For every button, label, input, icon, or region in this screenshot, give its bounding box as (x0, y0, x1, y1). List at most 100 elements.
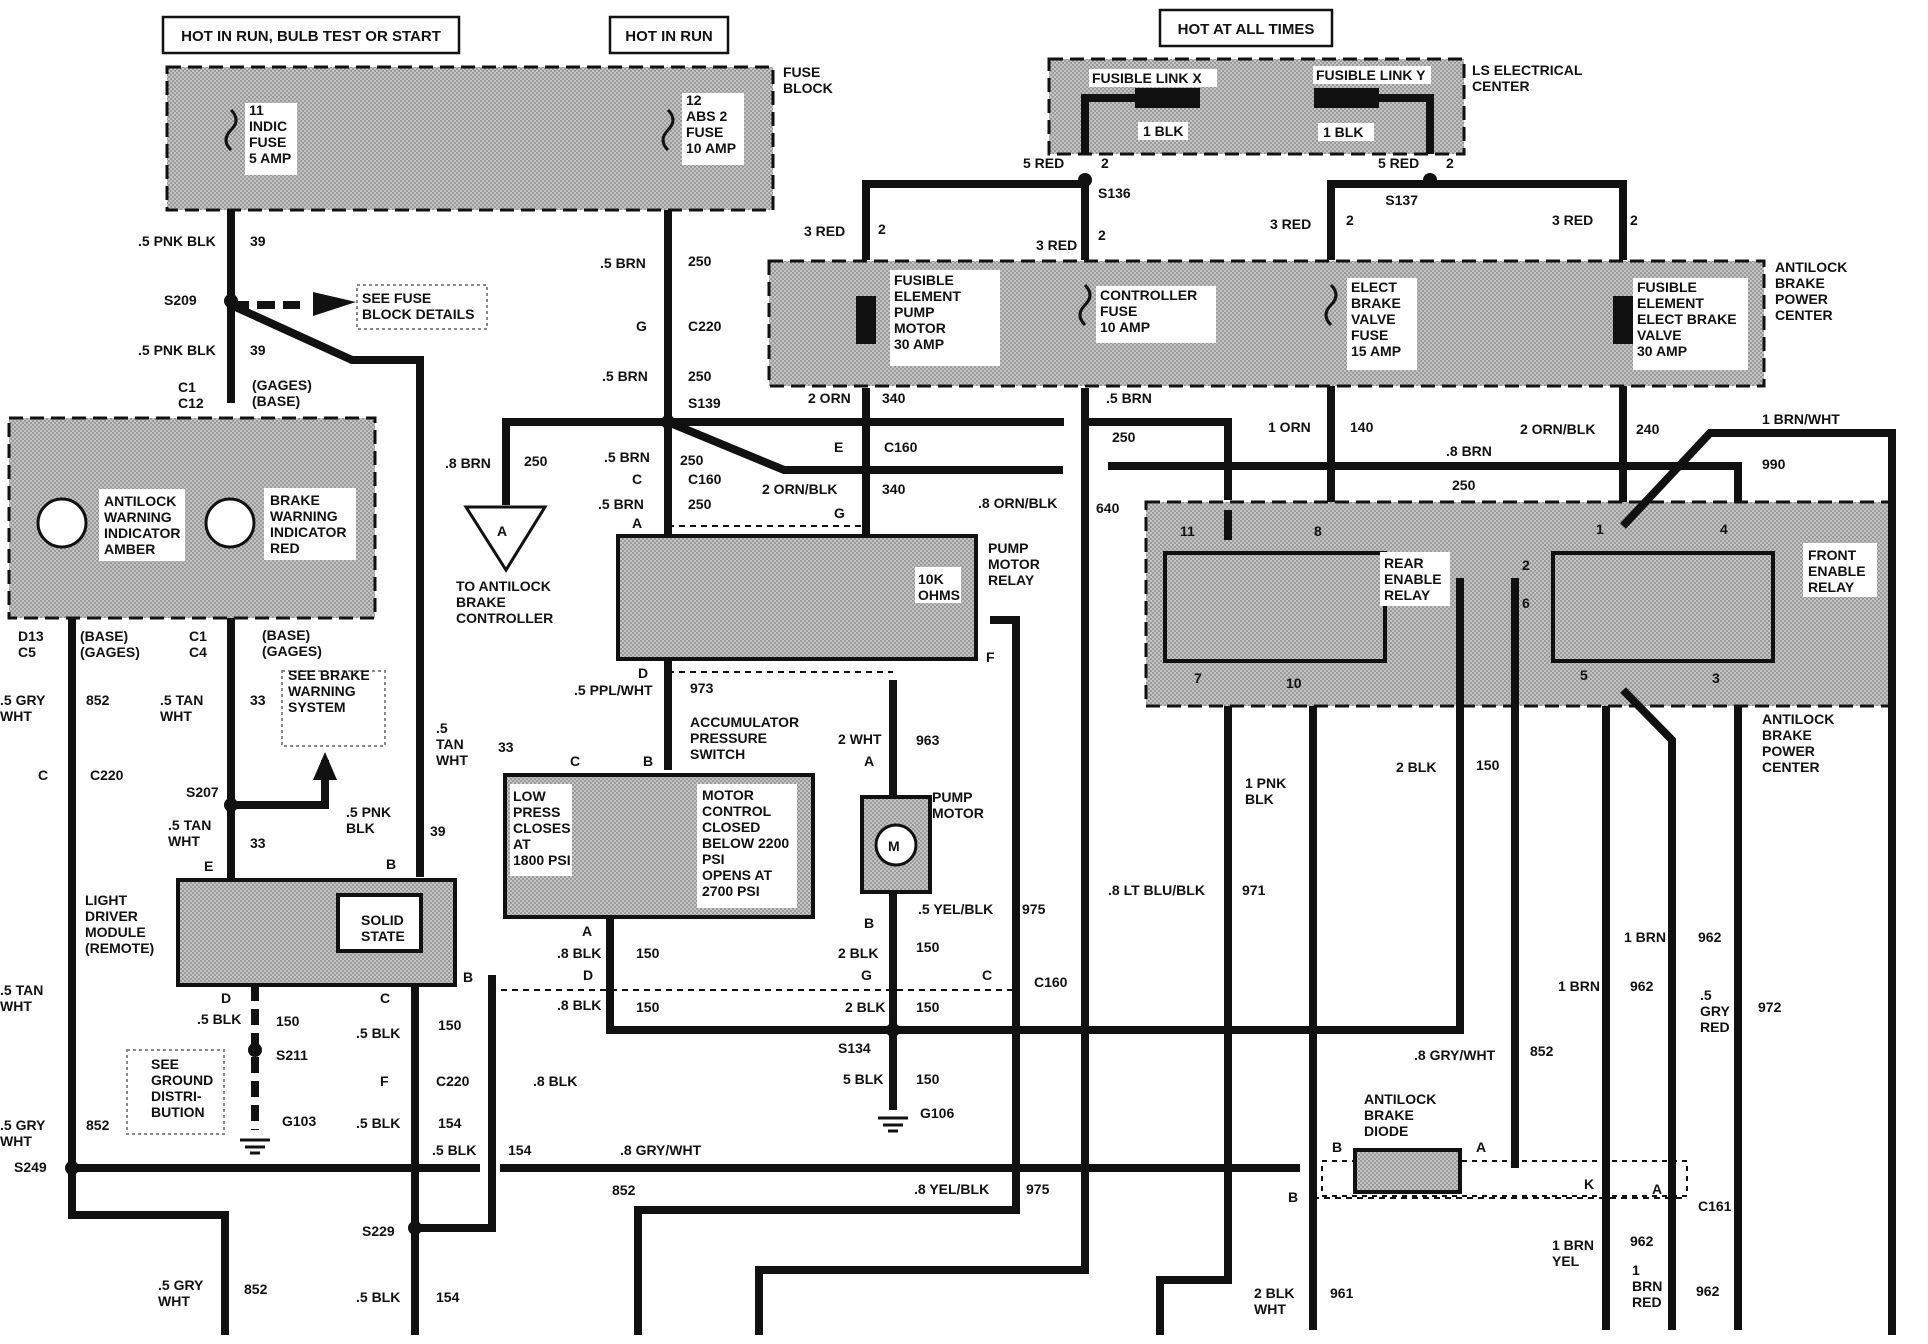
pin-8-line-0: 8 (1314, 523, 1322, 539)
wire-5tanwht-33-a-line-1: WHT (160, 708, 192, 724)
brake-warning-indicator-label-line-1: WARNING (270, 508, 338, 524)
conn-d-c160-line-0: D (583, 967, 593, 983)
splice-s229: S229 (362, 1223, 395, 1239)
fusible-link-y-box (1313, 66, 1431, 84)
see-ground-distribution-line-3: BUTION (151, 1104, 205, 1120)
abpc-bottom-label-line-1: BRAKE (1762, 727, 1812, 743)
splice-s229-line-0: S229 (362, 1223, 395, 1239)
wire-5gryred-972-line-2: RED (1700, 1019, 1730, 1035)
wire-340-a-num-line-0: 340 (882, 390, 906, 406)
c161-connector (1321, 1160, 1688, 1197)
wire-33-top-num: 33 (498, 739, 514, 755)
wire-962-d-num-line-0: 962 (1696, 1283, 1720, 1299)
wire-150-c-num: 150 (636, 999, 660, 1015)
see-brake-warning-line-2: SYSTEM (288, 699, 346, 715)
wire-961-num-line-0: 961 (1330, 1285, 1354, 1301)
pin-b-pump-line-0: B (864, 915, 874, 931)
wire-8brn-250-r: .8 BRN (1446, 443, 1492, 459)
pin-a-switch: A (582, 923, 592, 939)
base-gages-a-line-1: (GAGES) (80, 644, 140, 660)
antilock-warning-indicator-label-line-0: ANTILOCK (104, 493, 176, 509)
wire-5brn-250-a-line-0: .5 BRN (600, 255, 646, 271)
rear-enable-relay-label-line-2: RELAY (1384, 587, 1431, 603)
wire-5pnkblk-39-b-line-0: .5 PNK BLK (138, 342, 216, 358)
fuse11-label-line-1: INDIC (249, 118, 287, 134)
fusible-link-x-label-line-0: FUSIBLE LINK X (1092, 70, 1202, 86)
brake-warning-indicator-label-line-2: INDICATOR (270, 524, 346, 540)
pin-c-ldm-line-0: C (380, 990, 390, 1006)
conn-c220-c-line-0: C220 (436, 1073, 470, 1089)
see-ground-distribution-line-2: DISTRI- (151, 1088, 202, 1104)
wire-5brn-250-b: .5 BRN (602, 368, 648, 384)
pump-motor-relay-label-line-2: RELAY (988, 572, 1035, 588)
wire-150-e-num: 150 (916, 1071, 940, 1087)
conn-b-c160-line-0: B (463, 969, 473, 985)
wire-5grywht-852-c-line-0: .5 GRY (158, 1277, 204, 1293)
pin-a-diode: A (1476, 1139, 1486, 1155)
pin-b-ldm-line-0: B (386, 856, 396, 872)
wire-340-a-num: 340 (882, 390, 906, 406)
wire-5pplwht-973: .5 PPL/WHT (574, 682, 653, 698)
wire-961-num: 961 (1330, 1285, 1354, 1301)
wire-150-ldm-num: 150 (276, 1013, 300, 1029)
dot-s134 (886, 1023, 900, 1037)
wire-150-a-num-line-0: 150 (916, 939, 940, 955)
conn-c160-c-line-0: C160 (1034, 974, 1068, 990)
conn-k-c161: K (1584, 1176, 1594, 1192)
see-fuse-block-details-line-1: BLOCK DETAILS (362, 306, 475, 322)
connector-a-triangle (463, 505, 548, 573)
wire-2ornblk-340 (666, 418, 1063, 474)
pin-b-switch: B (643, 753, 653, 769)
elect-brake-valve-fusible-label-line-3: VALVE (1637, 327, 1682, 343)
motor-control-label-line-2: CLOSED (702, 819, 760, 835)
fusible-link-y-label: FUSIBLE LINK Y (1316, 67, 1426, 83)
wire-1brnred-962-line-0: 1 (1632, 1262, 1640, 1278)
wire-250-c-num: 250 (524, 453, 548, 469)
dot-s209 (224, 294, 238, 308)
wire-5tanwht-33-b-line-1: WHT (168, 833, 200, 849)
wire-852-b-num: 852 (86, 1117, 110, 1133)
wire-8brn-250: .8 BRN (445, 455, 491, 471)
ls-electrical-center-label-line-1: CENTER (1472, 78, 1530, 94)
wire-5yelblk: .5 YEL/BLK (918, 901, 993, 917)
dashed-links (490, 525, 1687, 1199)
conn-d13-c5-line-1: C5 (18, 644, 36, 660)
wire-5blk-154-b: .5 BLK (432, 1142, 476, 1158)
wire-5pnkblk-39-a: .5 PNK BLK (138, 233, 216, 249)
pin-a-relay-line-0: A (632, 515, 642, 531)
wire-5brn-250-a: .5 BRN (600, 255, 646, 271)
pin-f-relay-line-0: F (986, 649, 995, 665)
pump-motor-fusible-label-line-1: ELEMENT (894, 288, 961, 304)
splice-s136-line-0: S136 (1098, 185, 1131, 201)
splice-s207-line-0: S207 (186, 784, 219, 800)
wire-852-c-num: 852 (612, 1182, 636, 1198)
wire-8yelblk-975: .8 YEL/BLK (914, 1181, 989, 1197)
solid-state-box (336, 893, 423, 953)
wire-5red-a-line-0: 5 RED (1023, 155, 1064, 171)
gages-base-label-line-1: (BASE) (252, 393, 300, 409)
splice-s134-line-0: S134 (838, 1040, 871, 1056)
elect-brake-valve-fusible-label-line-1: ELEMENT (1637, 295, 1704, 311)
dot-s211 (248, 1043, 262, 1057)
pin-8: 8 (1314, 523, 1322, 539)
brake-warning-indicator-label-line-3: RED (270, 540, 300, 556)
splice-s211-line-0: S211 (276, 1047, 308, 1063)
wire-5tanwht-33-b-line-0: .5 TAN (168, 817, 211, 833)
wire-5tanwht-39-line-0: .5 (436, 720, 448, 736)
wire-962-a-num-line-0: 962 (1698, 929, 1722, 945)
wire-5yelblk-line-0: .5 YEL/BLK (918, 901, 993, 917)
conn-c220-c: C220 (436, 1073, 470, 1089)
low-press-label-line-4: 1800 PSI (513, 852, 571, 868)
wire-8blk-mid-line-0: .8 BLK (533, 1073, 577, 1089)
low-press-label-line-1: PRESS (513, 804, 560, 820)
pump-motor-relay-label-line-1: MOTOR (988, 556, 1040, 572)
